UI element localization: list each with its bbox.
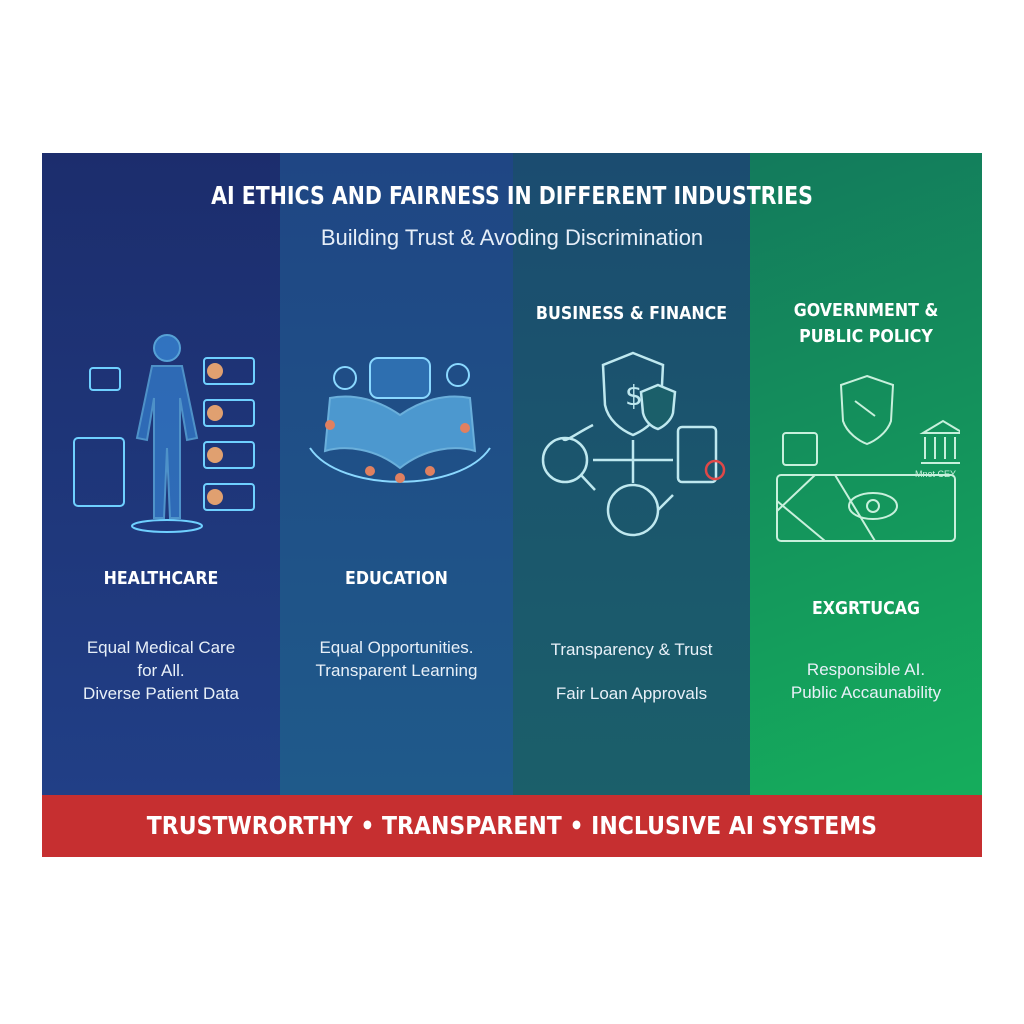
- business-finance-heading: BUSINESS & FINANCE: [535, 303, 728, 324]
- page-subtitle: Building Trust & Avoding Discrimination: [320, 225, 704, 250]
- heading-line: PUBLIC POLICY: [799, 326, 933, 347]
- page-title: AI ETHICS AND FAIRNESS IN DIFFERENT INDU…: [211, 181, 813, 210]
- healthcare-column: HEALTHCARE Equal Medical Care for All. D…: [42, 153, 280, 795]
- heading-line: GOVERNMENT &: [793, 300, 939, 321]
- desc-line: for All.: [137, 661, 185, 680]
- desc-line: Fair Loan Approvals: [555, 684, 708, 703]
- education-description: Equal Opportunities. Transparent Learnin…: [280, 636, 513, 682]
- svg-text:$: $: [625, 379, 643, 412]
- desc-line: Transparent Learning: [315, 661, 478, 680]
- business-finance-column: BUSINESS & FINANCE $ Transparency & Trus…: [513, 153, 750, 795]
- desc-line: Equal Opportunities.: [319, 638, 474, 657]
- government-policy-column: GOVERNMENT & PUBLIC POLICY Mnet CEY EXGR…: [750, 153, 982, 795]
- education-column: EDUCATION Equal Opportunities. Transpare…: [280, 153, 513, 795]
- finance-shield-icon: $: [541, 351, 726, 537]
- desc-line: Diverse Patient Data: [83, 684, 239, 703]
- government-heading: GOVERNMENT & PUBLIC POLICY: [764, 298, 968, 350]
- healthcare-description: Equal Medical Care for All. Diverse Pati…: [42, 636, 280, 705]
- government-label: EXGRTUCAG: [811, 598, 921, 619]
- healthcare-heading: HEALTHCARE: [103, 568, 219, 589]
- icon-caption: Mnet CEY: [915, 469, 956, 479]
- desc-line: Responsible AI.: [806, 660, 926, 679]
- footer-banner: TRUSTWRORTHY • TRANSPARENT • INCLUSIVE A…: [42, 795, 982, 857]
- open-book-icon: [309, 357, 491, 483]
- infographic-board: HEALTHCARE Equal Medical Care for All. D…: [42, 153, 982, 795]
- desc-line: Transparency & Trust: [550, 640, 713, 659]
- desc-line: Equal Medical Care: [86, 638, 236, 657]
- government-description: Responsible AI. Public Accaunability: [750, 658, 982, 704]
- desc-line: Public Accaunability: [790, 683, 942, 702]
- business-finance-description: Transparency & Trust Fair Loan Approvals: [513, 638, 750, 705]
- policy-network-icon: Mnet CEY: [776, 374, 960, 542]
- footer-text: TRUSTWRORTHY • TRANSPARENT • INCLUSIVE A…: [146, 811, 878, 840]
- human-body-icon: [73, 334, 255, 533]
- education-heading: EDUCATION: [345, 568, 448, 589]
